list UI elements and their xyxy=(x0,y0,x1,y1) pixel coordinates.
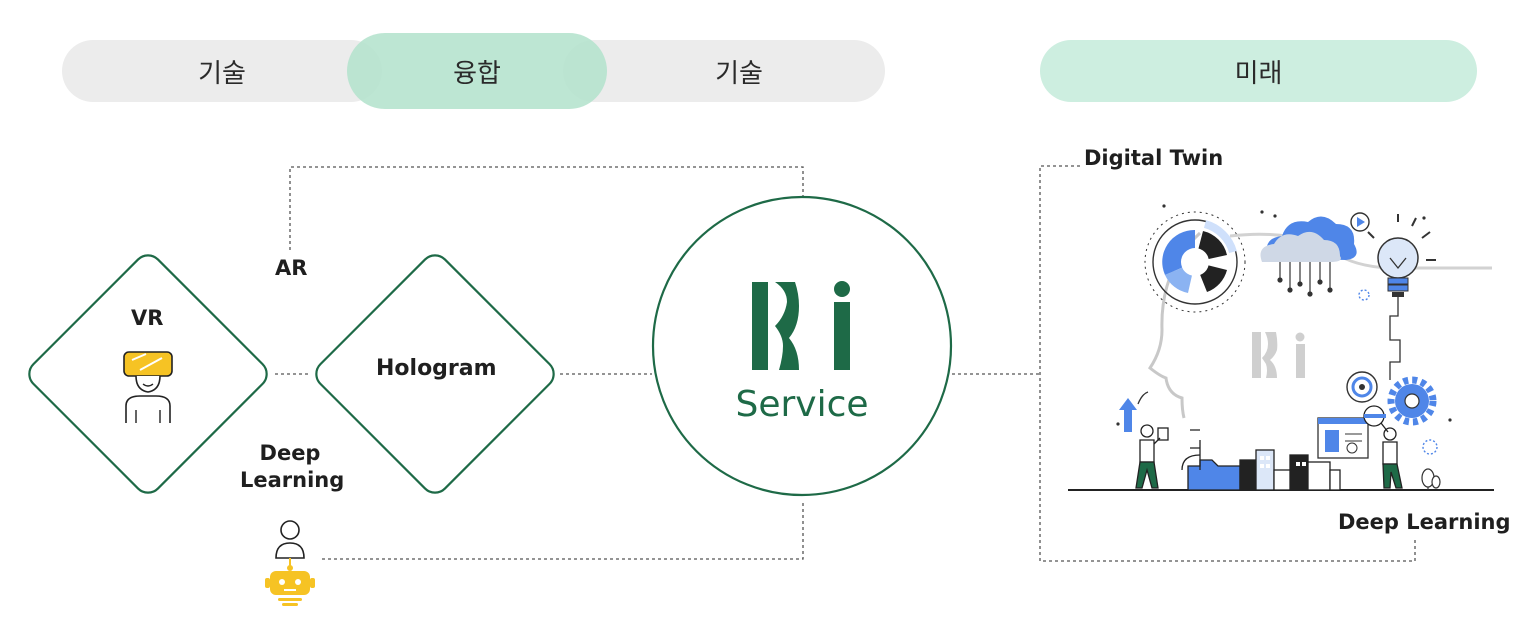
connector-deep-learning xyxy=(322,500,804,560)
pill-tech-right: 기술 xyxy=(563,40,885,102)
target-icon xyxy=(1346,371,1378,403)
pill-convergence-label: 융합 xyxy=(453,58,501,89)
future-deep-learning-label: Deep Learning xyxy=(1338,510,1511,534)
hologram-label: Hologram xyxy=(376,356,497,381)
digital-twin-illustration xyxy=(1068,204,1494,491)
person-robot-icon xyxy=(265,520,315,606)
pill-tech-right-label: 기술 xyxy=(715,58,763,89)
pill-convergence: 융합 xyxy=(347,33,607,109)
dashboard-board-icon xyxy=(1317,417,1369,459)
connector-digital-twin xyxy=(1039,165,1416,562)
cloud-icon xyxy=(1260,216,1357,297)
pill-tech-left-label: 기술 xyxy=(198,58,246,89)
head-outline-line xyxy=(1147,231,1202,419)
deep-learning-label: Deep Learning xyxy=(240,441,345,492)
pill-future: 미래 xyxy=(1040,40,1477,102)
gear-icon xyxy=(1387,376,1437,426)
service-circle xyxy=(651,195,953,497)
play-icon xyxy=(1350,212,1370,232)
watermark-logo xyxy=(1252,332,1305,378)
lightbulb-icon xyxy=(1367,214,1436,380)
person-right-icon xyxy=(1363,405,1403,489)
upload-arrow-icon xyxy=(1119,391,1149,432)
person-left-icon xyxy=(1135,424,1169,489)
ar-label: AR xyxy=(275,256,308,280)
vr-headset-icon xyxy=(123,351,173,423)
plant-icon xyxy=(1421,468,1441,490)
hologram-diamond xyxy=(315,254,555,494)
kbi-logo xyxy=(752,281,850,370)
pill-tech-left: 기술 xyxy=(62,40,382,102)
digital-twin-label: Digital Twin xyxy=(1084,146,1224,170)
pill-future-label: 미래 xyxy=(1234,58,1283,89)
vr-label: VR xyxy=(131,306,164,330)
radar-gauge-icon xyxy=(1144,211,1246,313)
service-label: Service xyxy=(735,384,869,425)
